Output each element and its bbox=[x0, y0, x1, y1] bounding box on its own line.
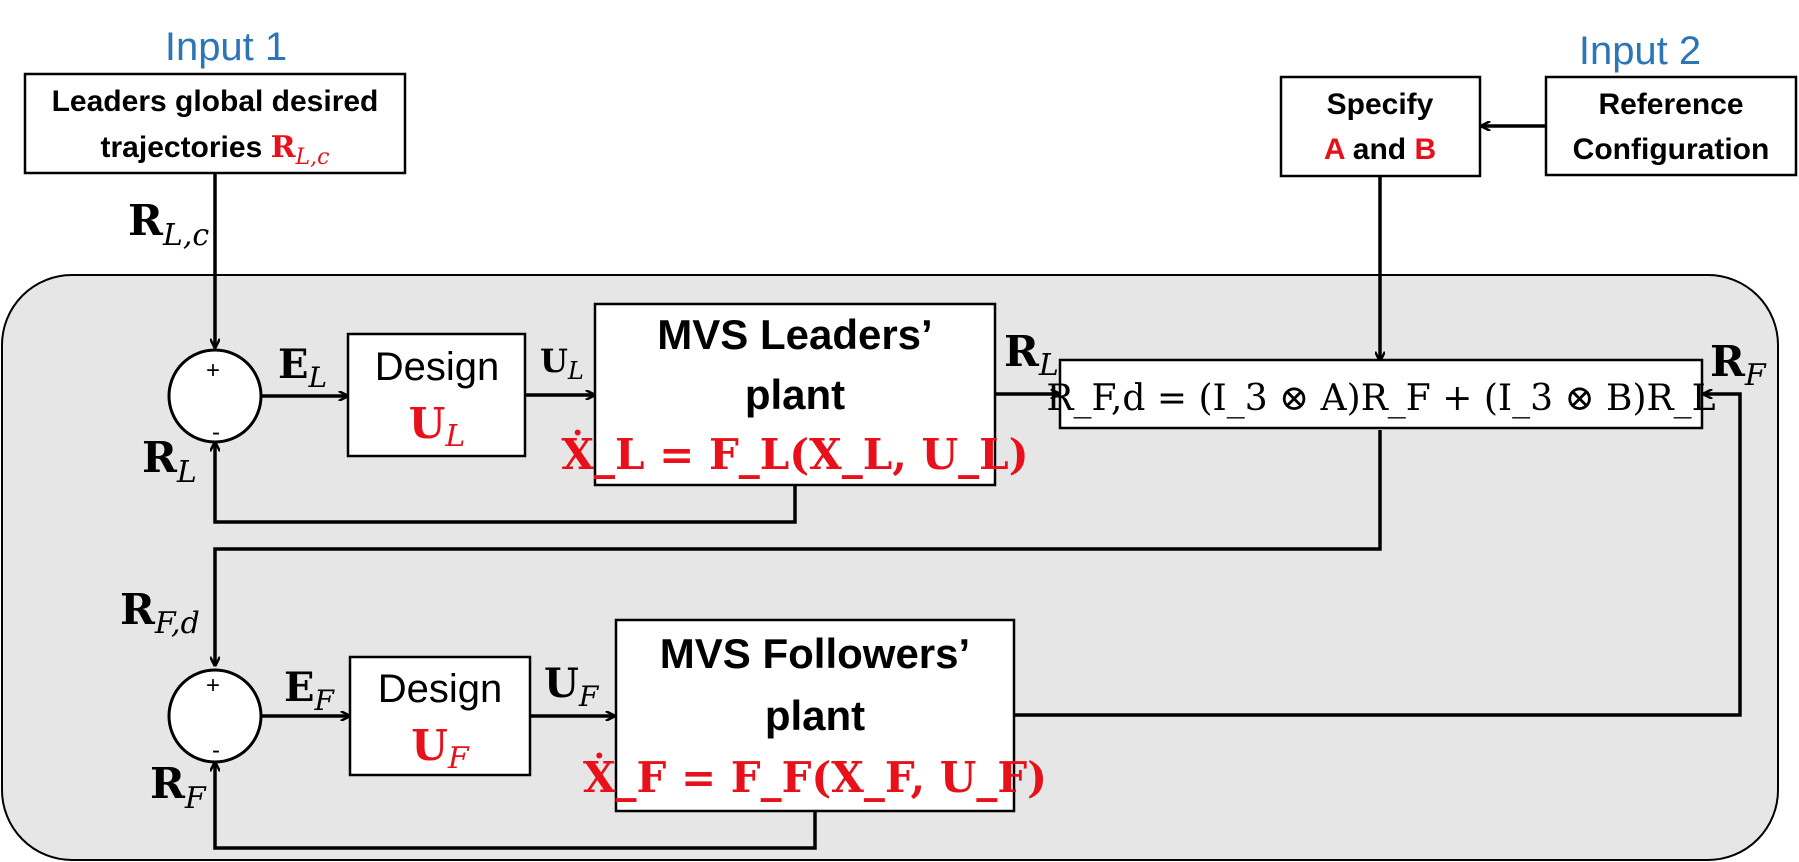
signal-r-l-feedback: RL bbox=[142, 433, 197, 490]
follower-sum-minus: - bbox=[212, 737, 220, 764]
reference-box-line2: Configuration bbox=[1573, 133, 1770, 166]
leader-sum-minus: - bbox=[212, 419, 220, 446]
follower-plant-line2: plant bbox=[765, 692, 865, 739]
formation-equation-box bbox=[1058, 358, 1704, 430]
follower-design-uf: UF bbox=[411, 721, 470, 776]
leaders-box-line2: trajectories RL,c bbox=[101, 130, 330, 170]
signal-e-l: EL bbox=[278, 341, 327, 394]
leader-sum-plus: + bbox=[206, 357, 220, 384]
specify-box-line1: Specify bbox=[1327, 88, 1434, 121]
signal-u-f: UF bbox=[544, 660, 600, 713]
follower-plant-box bbox=[614, 618, 1016, 813]
wire-leader-feedback bbox=[215, 443, 797, 524]
signal-r-f-right: RF bbox=[1710, 337, 1767, 393]
input1-title: Input 1 bbox=[165, 25, 287, 69]
leaders-trajectory-box bbox=[23, 72, 407, 175]
wire-rf-to-formation bbox=[1015, 394, 1742, 717]
specify-box-line2: A and B bbox=[1324, 133, 1436, 166]
follower-sum-plus: + bbox=[206, 672, 220, 699]
follower-plant-line1: MVS Followers’ bbox=[660, 630, 970, 677]
specify-ab-box bbox=[1279, 75, 1482, 178]
input2-title: Input 2 bbox=[1579, 29, 1701, 73]
follower-plant-equation: Ẋ_F = F_F(X_F, U_F) bbox=[583, 751, 1047, 802]
signal-r-lc: RL,c bbox=[128, 196, 209, 253]
signal-r-l-top: RL bbox=[1004, 327, 1059, 383]
reference-box-line1: Reference bbox=[1598, 88, 1743, 121]
leader-plant-box bbox=[593, 302, 997, 487]
follower-design-title: Design bbox=[378, 667, 503, 711]
signal-u-l: UL bbox=[540, 342, 584, 385]
leader-plant-line2: plant bbox=[745, 371, 845, 418]
leader-design-title: Design bbox=[375, 345, 500, 389]
wire-follower-feedback bbox=[215, 763, 817, 850]
leaders-box-line1: Leaders global desired bbox=[52, 85, 379, 118]
signal-r-fd: RF,d bbox=[120, 585, 200, 641]
leader-design-ul: UL bbox=[409, 399, 466, 454]
leader-design-box bbox=[346, 332, 527, 458]
reference-configuration-box bbox=[1544, 75, 1798, 177]
leader-summing-junction bbox=[167, 348, 263, 444]
signal-e-f: EF bbox=[284, 664, 336, 717]
follower-summing-junction bbox=[167, 668, 263, 764]
wire-rfd bbox=[215, 430, 1382, 665]
signal-r-f-feedback: RF bbox=[150, 759, 207, 816]
leader-plant-line1: MVS Leaders’ bbox=[657, 311, 932, 358]
leader-plant-equation: Ẋ_L = F_L(X_L, U_L) bbox=[561, 428, 1028, 479]
follower-design-box bbox=[348, 655, 532, 777]
formation-equation: R_F,d = (I_3 ⊗ A)R_F + (I_3 ⊗ B)R_L bbox=[1046, 378, 1715, 419]
